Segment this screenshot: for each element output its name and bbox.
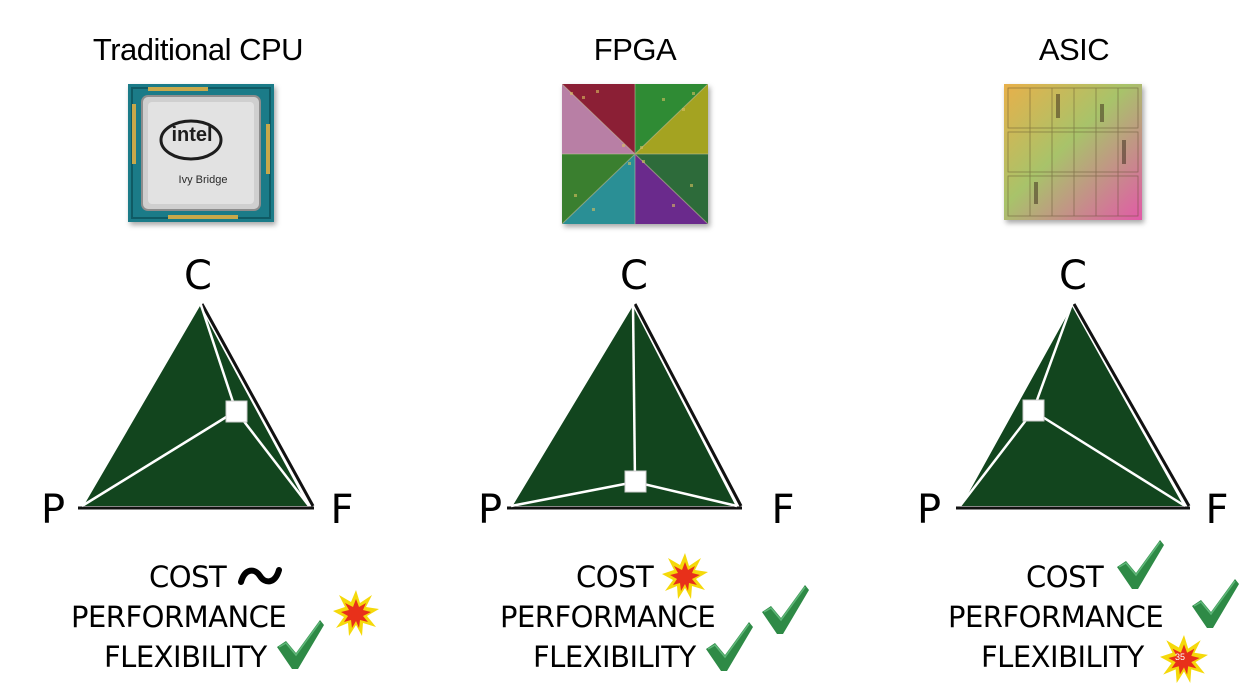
rating-cost: COST (576, 560, 654, 594)
tilde-icon (238, 567, 282, 585)
balance-point-marker (624, 470, 647, 493)
triangle-edge-shadow (1072, 303, 1191, 507)
checkmark-icon (706, 622, 753, 671)
panel-asic: ASIC (839, 0, 1259, 696)
connector-c (1031, 303, 1074, 412)
rating-flexibility: FLEXIBILITY (533, 640, 696, 674)
vertex-label-c: C (184, 253, 212, 299)
burst-icon (333, 590, 379, 636)
checkmark-icon (1117, 540, 1164, 589)
vertex-label-c: C (1059, 253, 1087, 299)
panel-title: ASIC (1038, 32, 1110, 67)
checkmark-icon (277, 620, 324, 669)
triangle-diagram (76, 297, 315, 510)
triangle-edge-shadow (200, 303, 315, 507)
vertex-label-c: C (620, 253, 648, 299)
panel-fpga: FPGA (427, 0, 847, 696)
vertex-label-f: F (771, 487, 795, 533)
chip-model-label: Ivy Bridge (178, 174, 228, 186)
rating-performance: PERFORMANCE (71, 600, 287, 634)
connector-f (634, 480, 738, 508)
asic-chip-image (1004, 84, 1142, 220)
connector-f (235, 410, 310, 507)
vertex-label-f: F (1205, 487, 1229, 533)
triangle-diagram (954, 297, 1191, 510)
connector-p (510, 480, 636, 508)
balance-point-marker (225, 400, 248, 423)
triangle (76, 297, 315, 510)
cpu-chip-image: intel Ivy Bridge (128, 84, 274, 222)
triangle (505, 297, 743, 510)
triangle-diagram (505, 297, 743, 510)
panel-traditional-cpu: Traditional CPU intel Ivy Bridge C P F (0, 0, 420, 696)
triangle-edge-shadow (633, 303, 743, 507)
connector-c (198, 301, 238, 412)
panel-title: FPGA (593, 32, 677, 67)
burst-icon (662, 553, 708, 599)
vertex-label-p: P (40, 487, 66, 533)
vertex-label-p: P (916, 487, 942, 533)
rating-performance: PERFORMANCE (500, 600, 716, 634)
vertex-label-p: P (477, 487, 503, 533)
vertex-label-f: F (330, 487, 354, 533)
checkmark-icon (762, 585, 809, 634)
rating-flexibility: FLEXIBILITY (981, 640, 1144, 674)
page-number: 35 (1175, 652, 1186, 662)
rating-cost: COST (1026, 560, 1104, 594)
panel-title: Traditional CPU (92, 32, 304, 67)
triangle (954, 297, 1191, 510)
fpga-chip-image (561, 83, 709, 225)
chip-brand-label: intel (171, 124, 213, 146)
connector-p (959, 410, 1034, 507)
balance-point-marker (1022, 399, 1045, 422)
connector-p (81, 409, 237, 508)
burst-icon (1160, 635, 1208, 683)
rating-flexibility: FLEXIBILITY (104, 640, 267, 674)
rating-performance: PERFORMANCE (948, 600, 1164, 634)
checkmark-icon (1192, 579, 1239, 628)
rating-cost: COST (149, 560, 227, 594)
connector-f (1032, 409, 1186, 508)
connector-c (631, 303, 637, 483)
